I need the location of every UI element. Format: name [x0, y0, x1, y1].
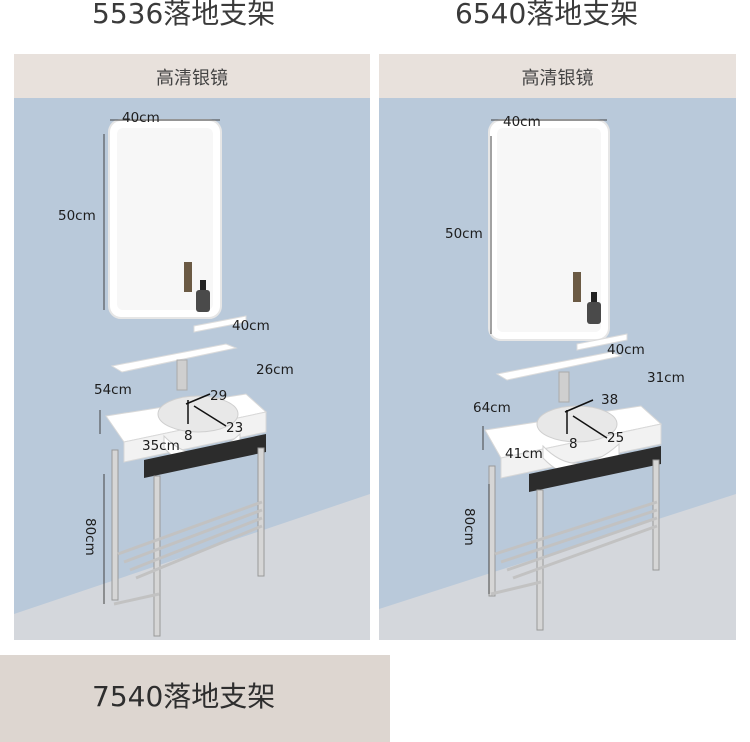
- band-label: 高清银镜: [156, 68, 228, 89]
- band-label: 高清银镜: [521, 68, 594, 89]
- faucet: [176, 359, 188, 391]
- leg: [111, 449, 119, 601]
- basin-dim-line: [564, 399, 594, 413]
- basin: [536, 405, 618, 443]
- band-5536: 高清银镜: [14, 54, 370, 98]
- cabinet-band: [144, 434, 266, 478]
- towel-bar: [506, 516, 658, 572]
- product-panel-6540: 40cm 50cm 40cm 31cm 64cm 38 8 25 41cm 80…: [379, 54, 736, 640]
- bottle: [196, 290, 210, 312]
- bottle: [587, 302, 601, 324]
- dim-shelf: 40cm: [232, 318, 270, 334]
- glass-shelf: [193, 315, 247, 333]
- towel-bar: [512, 524, 658, 580]
- title-6540: 6540落地支架: [455, 0, 639, 30]
- leg: [488, 465, 496, 597]
- leg: [153, 475, 161, 637]
- dim-mirror-width: 40cm: [503, 114, 541, 130]
- glass-shelf: [576, 333, 628, 351]
- dim-depth: 26cm: [256, 362, 294, 378]
- bottle-pump: [200, 280, 206, 290]
- dim-basin-height: 8: [184, 428, 193, 444]
- wall-shelf: [495, 351, 623, 381]
- floor-bar: [490, 580, 542, 596]
- mirror-glass: [497, 128, 601, 332]
- basin-dim-line: [193, 405, 227, 427]
- title-5536: 5536落地支架: [92, 0, 276, 30]
- title-7540: 7540落地支架: [92, 680, 276, 713]
- dim-basin-width: 23: [226, 420, 243, 436]
- bottle: [184, 262, 192, 292]
- bottle: [573, 272, 581, 302]
- bottom-title-block: 7540落地支架: [0, 655, 390, 742]
- floor: [379, 494, 736, 640]
- towel-bar: [494, 500, 658, 556]
- dim-mirror-height: 50cm: [445, 226, 483, 242]
- product-illustration-6540: 40cm 50cm 40cm 31cm 64cm 38 8 25 41cm 80…: [379, 114, 736, 640]
- dim-mirror-width: 40cm: [122, 110, 160, 126]
- towel-bar: [117, 500, 263, 556]
- towel-bar: [123, 508, 263, 564]
- dim-width: 64cm: [473, 400, 511, 416]
- dim-inner: 35cm: [142, 438, 180, 454]
- band-6540: 高清银镜: [379, 54, 736, 98]
- dim-height: 80cm: [82, 518, 98, 556]
- leg: [652, 459, 660, 571]
- dim-depth: 31cm: [647, 370, 685, 386]
- dim-basin-height: 8: [569, 436, 578, 452]
- dim-inner: 41cm: [505, 446, 543, 462]
- floor-bar: [113, 592, 160, 606]
- dim-height: 80cm: [461, 508, 477, 546]
- mirror-glass: [117, 128, 213, 310]
- dim-shelf: 40cm: [607, 342, 645, 358]
- dim-mirror-height: 50cm: [58, 208, 96, 224]
- dim-basin-width: 25: [607, 430, 624, 446]
- dim-basin-diameter: 29: [210, 388, 227, 404]
- towel-bar: [135, 524, 263, 580]
- product-illustration-5536: 40cm 50cm 40cm 26cm 54cm 29 8 23 35cm 80…: [14, 110, 370, 640]
- wall-shelf: [110, 343, 238, 373]
- floor: [14, 494, 370, 640]
- dim-width: 54cm: [94, 382, 132, 398]
- bottle-pump: [591, 292, 597, 302]
- product-panel-5536: 40cm 50cm 40cm 26cm 54cm 29 8 23 35cm 80…: [14, 54, 370, 640]
- basin-dim-line: [185, 393, 211, 405]
- towel-bar: [500, 508, 658, 564]
- towel-bar: [129, 516, 263, 572]
- dim-basin-diameter: 38: [601, 392, 618, 408]
- faucet: [558, 371, 570, 403]
- cabinet-band: [529, 446, 661, 492]
- basin: [157, 395, 239, 433]
- basin-dim-line: [572, 415, 608, 439]
